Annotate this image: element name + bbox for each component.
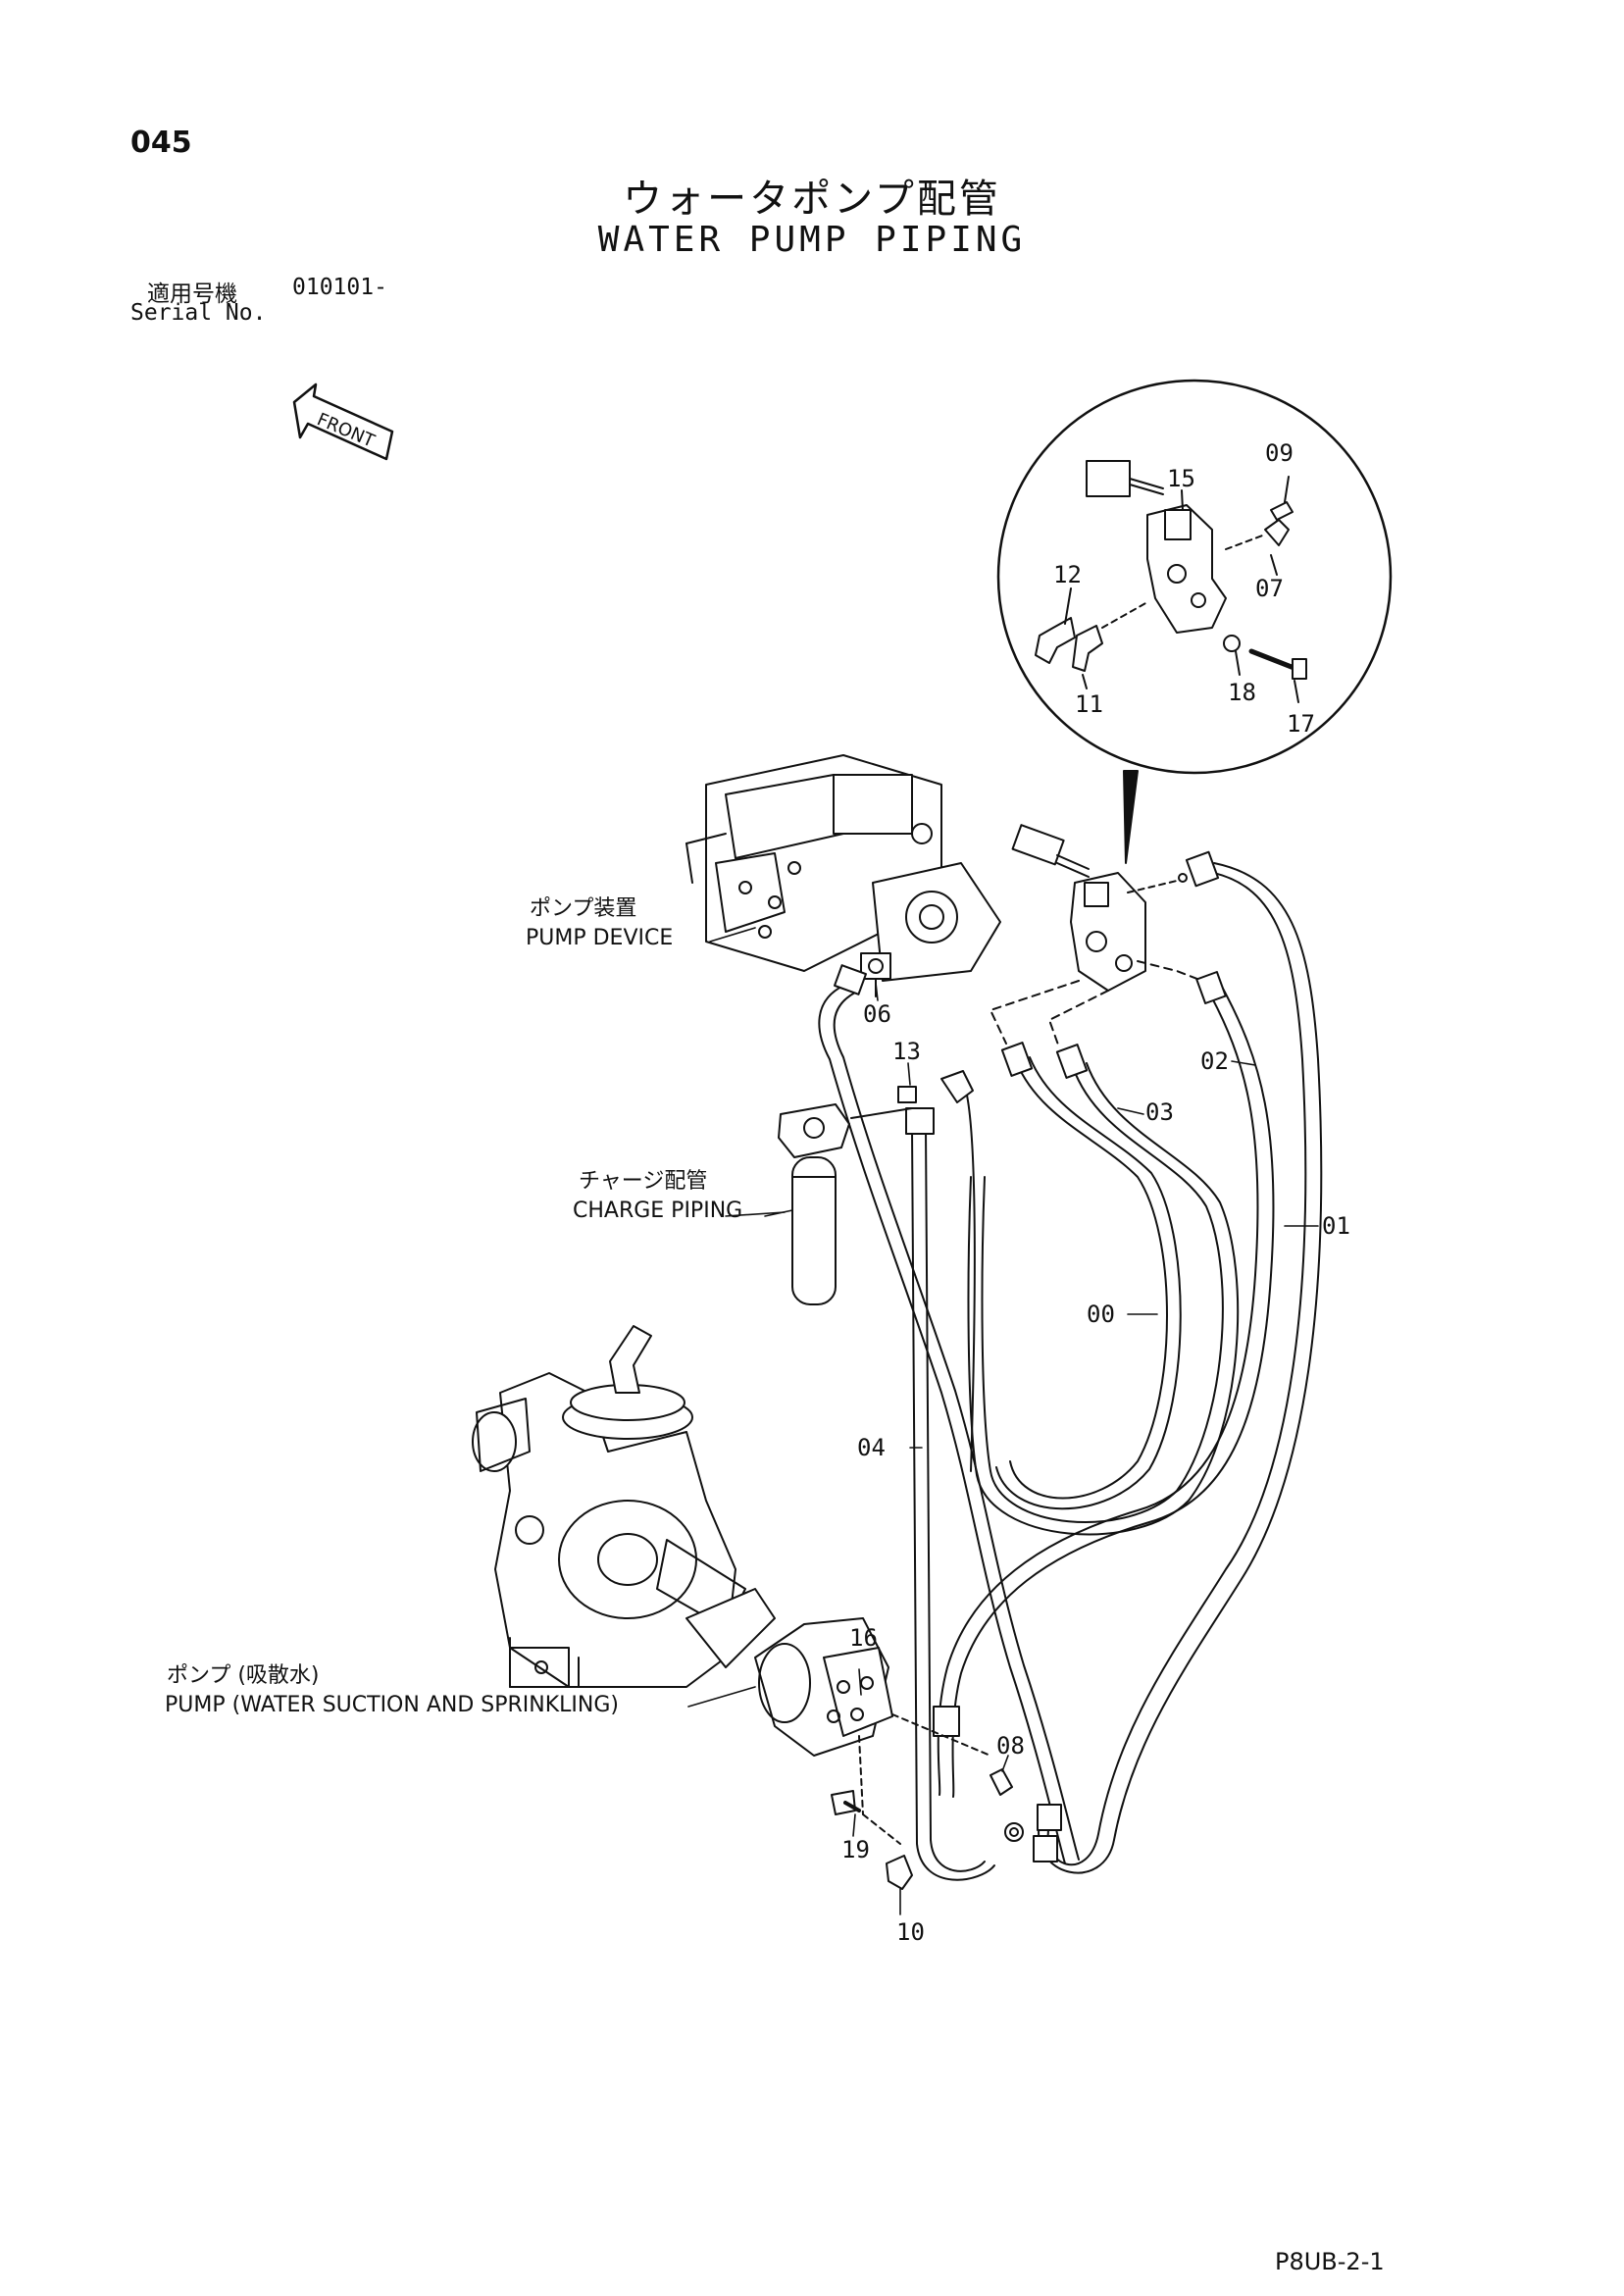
part-number-03: 03 <box>1145 1098 1174 1126</box>
serial-label: Serial No. <box>130 300 267 326</box>
part-number-00: 00 <box>1087 1301 1115 1328</box>
pump-device-drawing <box>685 754 1001 997</box>
water-pump-drawing <box>472 1325 776 1688</box>
pump-device-label-jp: ポンプ装置 <box>530 896 637 921</box>
charge-filter-drawing <box>778 1103 913 1305</box>
part-number-07: 07 <box>1255 575 1284 602</box>
part-number-19: 19 <box>841 1836 870 1863</box>
part-number-08: 08 <box>996 1732 1025 1760</box>
front-arrow-icon: FRONT <box>292 383 394 461</box>
part-number-15: 15 <box>1167 465 1195 492</box>
page-title: WATER PUMP PIPING <box>597 220 1027 260</box>
part-number-17: 17 <box>1287 710 1315 738</box>
charge-piping-label: CHARGE PIPING <box>573 1199 743 1223</box>
page-title-jp: ウォータポンプ配管 <box>623 177 1001 222</box>
part-number-13: 13 <box>892 1038 921 1065</box>
page-number: 045 <box>130 126 192 160</box>
serial-value: 010101- <box>292 275 387 300</box>
part-number-11: 11 <box>1075 690 1103 718</box>
pump-label-jp: ポンプ (吸散水) <box>167 1663 320 1688</box>
serial-label-jp: 適用号機 <box>147 281 237 307</box>
charge-piping-label-jp: チャージ配管 <box>579 1169 708 1194</box>
part-number-10: 10 <box>896 1918 925 1946</box>
page-code: P8UB-2-1 <box>1275 2248 1385 2275</box>
pump-label: PUMP (WATER SUCTION AND SPRINKLING) <box>165 1693 619 1717</box>
part-number-02: 02 <box>1200 1047 1229 1075</box>
part-number-04: 04 <box>857 1434 886 1461</box>
valve-detail-view <box>996 379 1393 864</box>
part-number-01: 01 <box>1322 1212 1350 1240</box>
hydraulic-motor-drawing <box>754 1617 1013 1890</box>
leader-lines <box>687 927 1319 1915</box>
pump-device-label: PUMP DEVICE <box>526 926 674 950</box>
part-number-18: 18 <box>1228 679 1256 706</box>
hose-fittings <box>834 850 1227 1862</box>
part-number-12: 12 <box>1053 561 1082 588</box>
valve-drawing <box>990 824 1203 1048</box>
hoses <box>818 862 1323 1881</box>
part-number-06: 06 <box>863 1000 891 1028</box>
part-number-09: 09 <box>1265 439 1294 467</box>
part-number-16: 16 <box>849 1624 878 1652</box>
